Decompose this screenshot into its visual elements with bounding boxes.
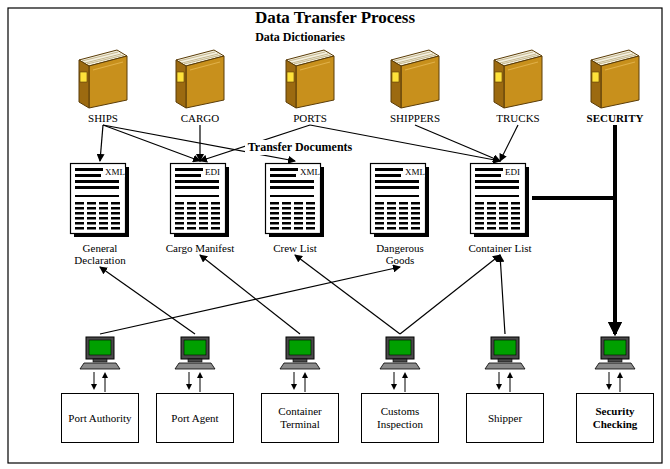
organization-name: Container Terminal <box>266 405 334 431</box>
data-flow-arrow <box>415 125 500 161</box>
dictionary-name: SECURITY <box>587 112 644 124</box>
transfer-document: XML Dangerous Goods <box>354 162 446 266</box>
system-node: Customs Inspection <box>359 335 441 443</box>
exchange-arrows <box>378 371 422 393</box>
format-tag: EDI <box>505 167 520 177</box>
organization-name: Security Checking <box>581 405 649 431</box>
data-flow-arrow <box>295 255 400 334</box>
data-dictionary: PORTS <box>270 46 350 124</box>
organization-box: Security Checking <box>576 393 654 443</box>
dictionary-name: SHIPPERS <box>390 112 440 124</box>
data-flow-arrow <box>400 255 500 334</box>
organization-name: Shipper <box>488 412 522 425</box>
computer-icon <box>483 335 527 371</box>
data-flow-arrow <box>532 198 615 334</box>
outer-border <box>8 8 662 463</box>
organization-box: Port Agent <box>156 393 234 443</box>
exchange-arrows <box>593 371 637 393</box>
data-flow-arrow <box>199 125 200 161</box>
system-node: Container Terminal <box>259 335 341 443</box>
data-dictionary: CARGO <box>160 46 240 124</box>
data-flow-arrow <box>100 125 103 161</box>
document-name: General Declaration <box>62 242 138 266</box>
organization-box: Port Authority <box>61 393 139 443</box>
document-icon <box>169 162 231 239</box>
format-tag: EDI <box>205 167 220 177</box>
dictionary-name: SHIPS <box>88 112 118 124</box>
book-icon <box>585 46 645 110</box>
dictionary-name: TRUCKS <box>496 112 539 124</box>
dictionary-name: CARGO <box>181 112 220 124</box>
format-tag: XML <box>105 167 125 177</box>
format-tag: XML <box>405 167 425 177</box>
exchange-arrows <box>78 371 122 393</box>
data-dictionary: TRUCKS <box>478 46 558 124</box>
data-dictionary: SHIPS <box>63 46 143 124</box>
computer-icon <box>278 335 322 371</box>
transfer-document: EDI Cargo Manifest <box>154 162 246 254</box>
book-icon <box>488 46 548 110</box>
data-flow-arrow <box>500 255 505 334</box>
system-node: Port Agent <box>154 335 236 443</box>
book-icon <box>385 46 445 110</box>
document-icon <box>469 162 531 239</box>
data-flow-arrow <box>100 267 195 334</box>
transfer-document: XML General Declaration <box>54 162 146 266</box>
book-icon <box>280 46 340 110</box>
dictionary-name: PORTS <box>293 112 327 124</box>
document-name: Dangerous Goods <box>362 242 438 266</box>
organization-name: Port Authority <box>68 412 131 425</box>
exchange-arrows <box>278 371 322 393</box>
computer-icon <box>173 335 217 371</box>
section-label: Transfer Documents <box>245 140 356 155</box>
data-flow-arrow <box>500 125 518 161</box>
organization-name: Customs Inspection <box>366 405 434 431</box>
computer-icon <box>378 335 422 371</box>
system-node: Port Authority <box>59 335 141 443</box>
organization-box: Customs Inspection <box>361 393 439 443</box>
computer-icon <box>78 335 122 371</box>
document-name: Cargo Manifest <box>162 242 238 254</box>
data-flow-arrow <box>200 255 300 334</box>
computer-icon <box>593 335 637 371</box>
exchange-arrows <box>173 371 217 393</box>
section-label: Data Dictionaries <box>252 30 348 45</box>
format-tag: XML <box>300 167 320 177</box>
data-dictionary: SECURITY <box>575 46 655 124</box>
organization-box: Shipper <box>466 393 544 443</box>
diagram-title: Data Transfer Process <box>0 8 670 28</box>
data-flow-arrow <box>103 125 200 161</box>
book-icon <box>73 46 133 110</box>
transfer-document: XML Crew List <box>249 162 341 254</box>
organization-box: Container Terminal <box>261 393 339 443</box>
system-node: Shipper <box>464 335 546 443</box>
book-icon <box>170 46 230 110</box>
document-name: Container List <box>462 242 538 254</box>
document-name: Crew List <box>257 242 333 254</box>
data-dictionary: SHIPPERS <box>375 46 455 124</box>
transfer-document: EDI Container List <box>454 162 546 254</box>
organization-name: Port Agent <box>171 412 218 425</box>
system-node: Security Checking <box>574 335 656 443</box>
exchange-arrows <box>483 371 527 393</box>
